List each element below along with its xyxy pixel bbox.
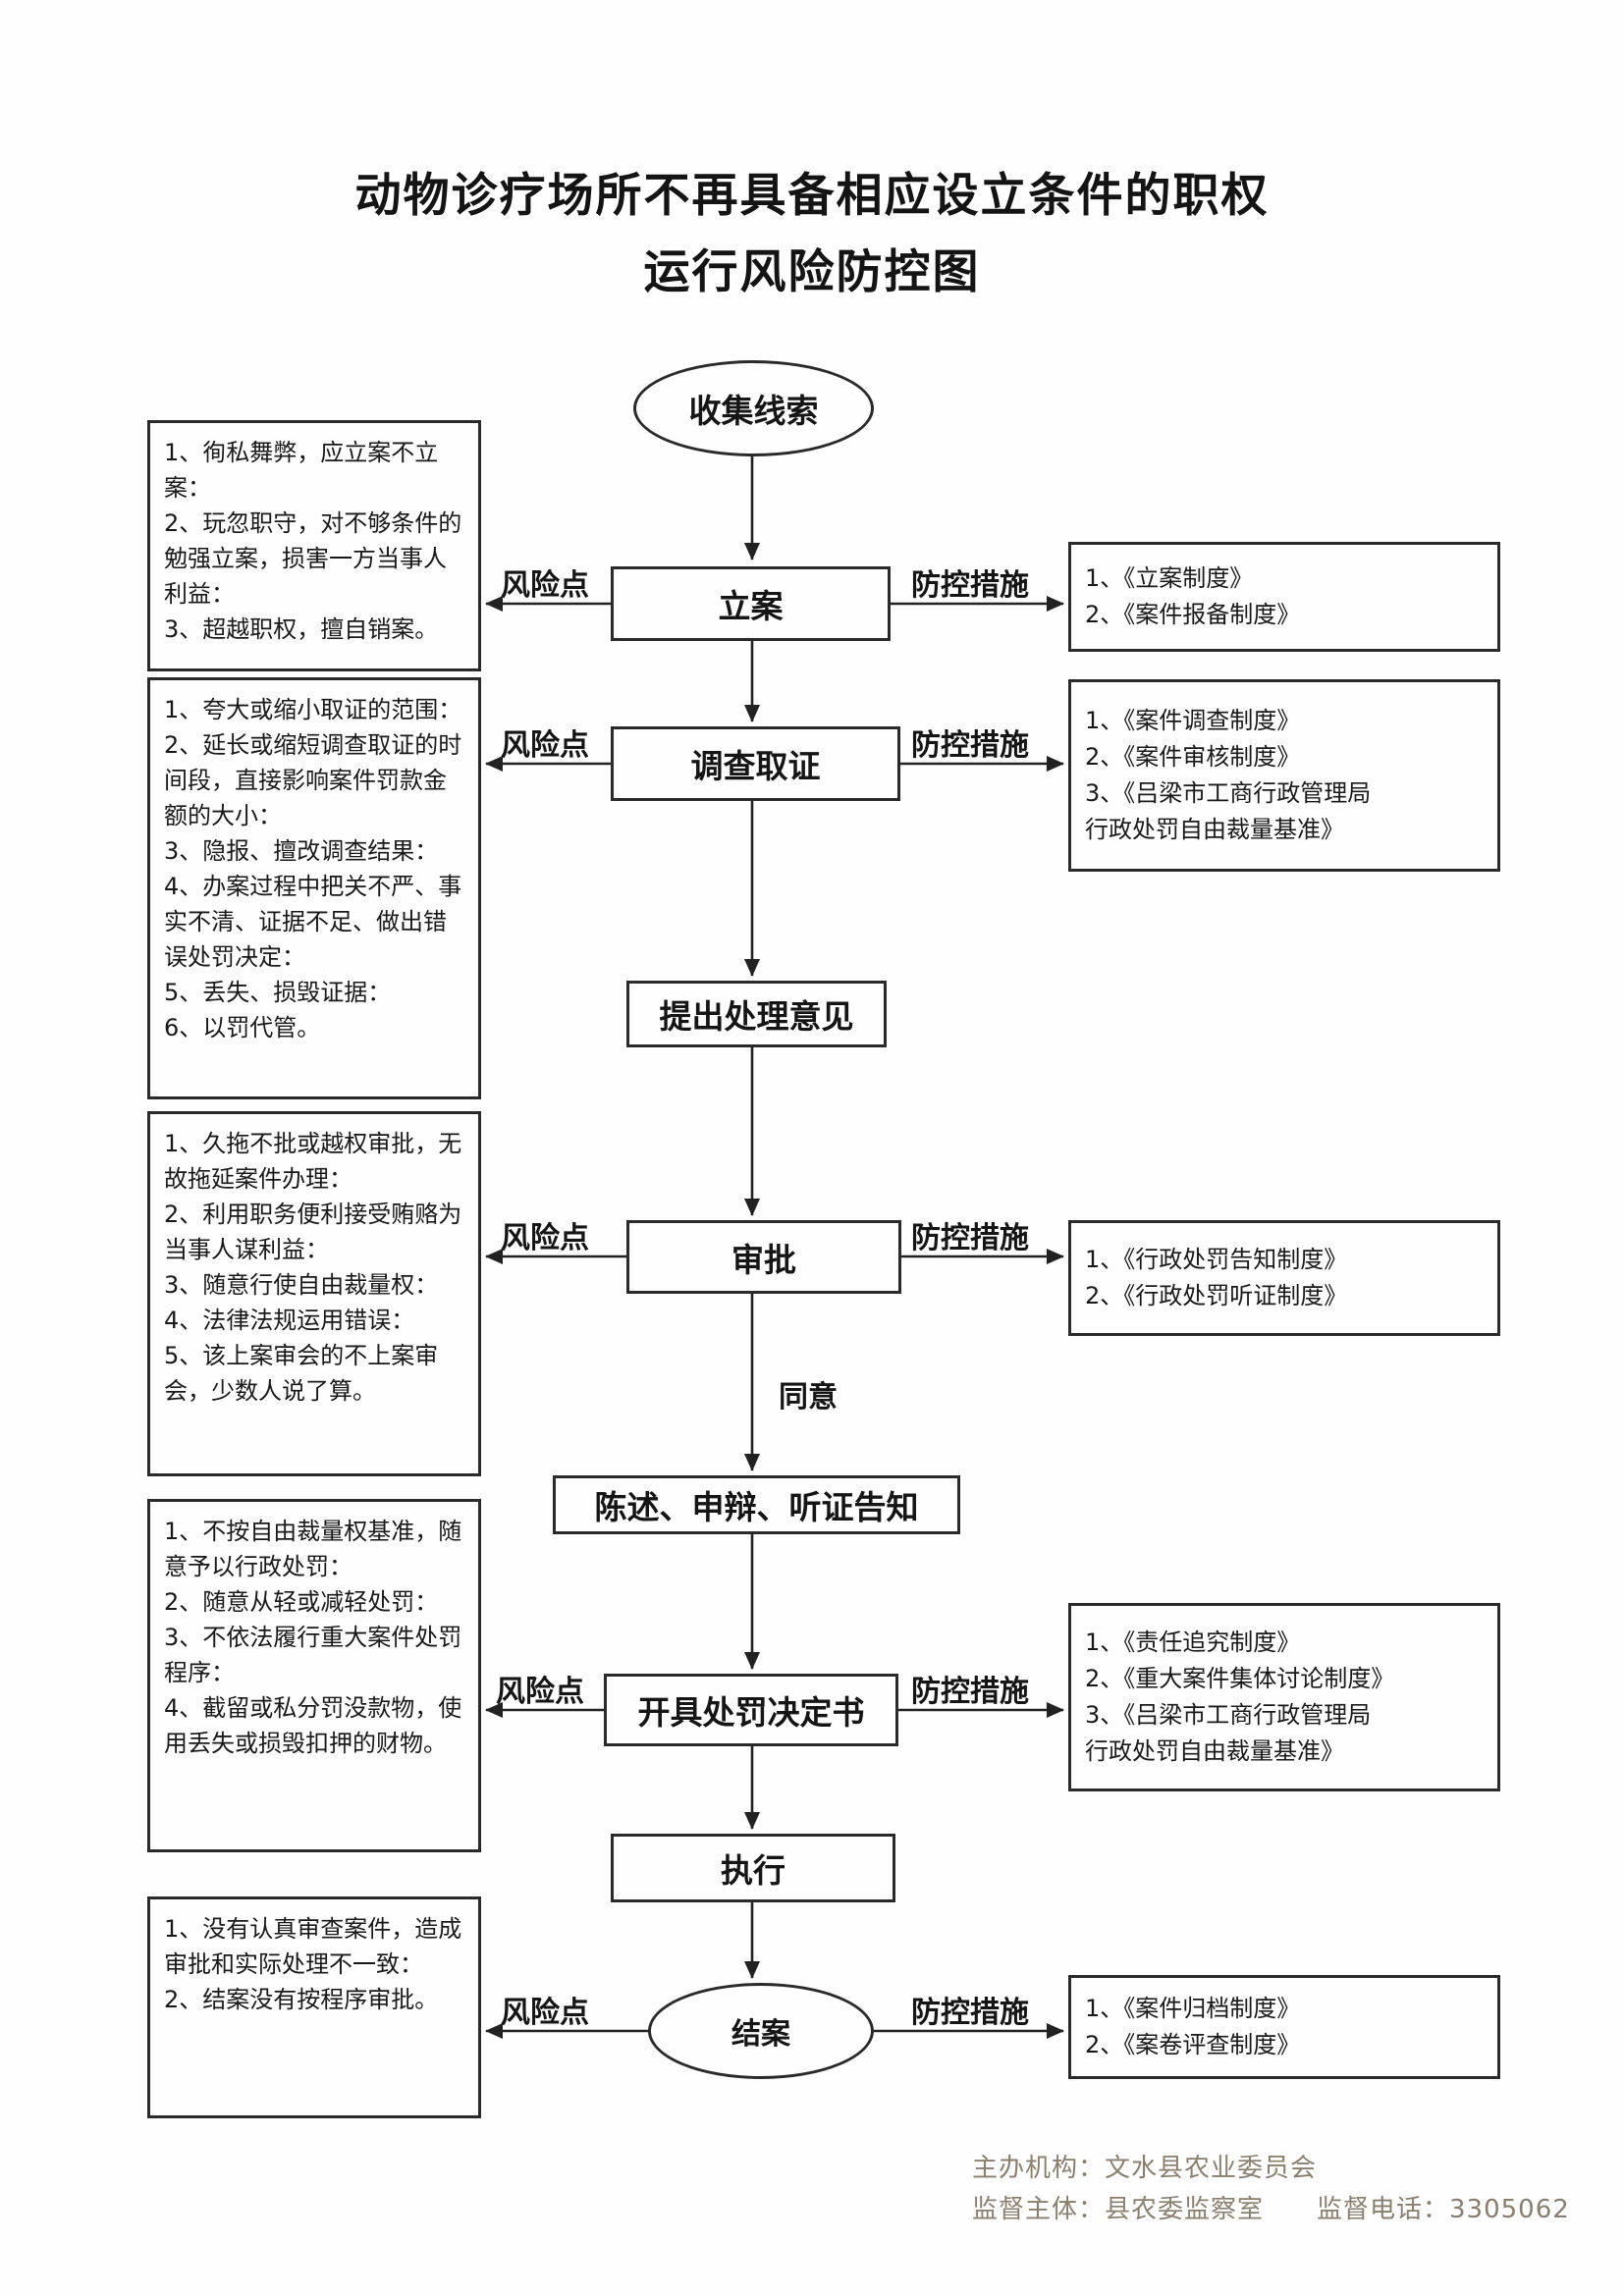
measure-box-text: 1、《案件调查制度》 2、《案件审核制度》 3、《吕梁市工商行政管理局 行政处罚… xyxy=(1085,706,1372,844)
risk-box-4: 1、不按自由裁量权基准，随意予以行政处罚： 2、随意从轻或减轻处罚： 3、不依法… xyxy=(147,1499,481,1852)
prevention-label-3: 防控措施 xyxy=(911,1221,1029,1255)
node-label: 收集线索 xyxy=(688,392,819,430)
flow-node-opinion: 提出处理意见 xyxy=(626,981,887,1047)
risk-point-label-4: 风险点 xyxy=(496,1675,584,1709)
risk-box-text: 1、徇私舞弊，应立案不立案： 2、玩忽职守，对不够条件的勉强立案，损害一方当事人… xyxy=(164,439,462,643)
node-label: 审批 xyxy=(731,1240,796,1279)
risk-point-label-2: 风险点 xyxy=(501,728,589,763)
footer-organizer: 主办机构：文水县农业委员会 xyxy=(972,2154,1318,2183)
flow-node-decision: 开具处罚决定书 xyxy=(604,1674,898,1746)
risk-box-text: 1、不按自由裁量权基准，随意予以行政处罚： 2、随意从轻或减轻处罚： 3、不依法… xyxy=(164,1518,462,1757)
node-label: 陈述、申辩、听证告知 xyxy=(594,1488,919,1526)
prevention-label-1: 防控措施 xyxy=(911,568,1029,603)
flow-node-investigation: 调查取证 xyxy=(611,726,900,801)
page-title-line1: 动物诊疗场所不再具备相应设立条件的职权 xyxy=(354,169,1270,223)
risk-point-label-5: 风险点 xyxy=(501,1996,589,2030)
flow-node-notification: 陈述、申辩、听证告知 xyxy=(553,1475,960,1534)
flow-node-execution: 执行 xyxy=(611,1834,895,1902)
measure-box-text: 1、《案件归档制度》 2、《案卷评查制度》 xyxy=(1085,1994,1301,2058)
node-label: 结案 xyxy=(731,2017,790,2052)
node-label: 提出处理意见 xyxy=(659,997,854,1036)
flow-node-filing: 立案 xyxy=(611,566,891,641)
risk-box-1: 1、徇私舞弊，应立案不立案： 2、玩忽职守，对不够条件的勉强立案，损害一方当事人… xyxy=(147,420,481,671)
measure-box-2: 1、《案件调查制度》 2、《案件审核制度》 3、《吕梁市工商行政管理局 行政处罚… xyxy=(1068,679,1500,872)
measure-box-4: 1、《责任追究制度》 2、《重大案件集体讨论制度》 3、《吕梁市工商行政管理局 … xyxy=(1068,1603,1500,1791)
risk-point-label-1: 风险点 xyxy=(501,568,589,603)
flow-node-start: 收集线索 xyxy=(633,360,874,456)
node-label: 立案 xyxy=(718,587,784,625)
prevention-label-5: 防控措施 xyxy=(911,1996,1029,2030)
prevention-label-4: 防控措施 xyxy=(911,1675,1029,1709)
measure-box-text: 1、《责任追究制度》 2、《重大案件集体讨论制度》 3、《吕梁市工商行政管理局 … xyxy=(1085,1628,1395,1766)
measure-box-text: 1、《立案制度》 2、《案件报备制度》 xyxy=(1085,563,1301,628)
measure-box-1: 1、《立案制度》 2、《案件报备制度》 xyxy=(1068,542,1500,652)
measure-box-5: 1、《案件归档制度》 2、《案卷评查制度》 xyxy=(1068,1975,1500,2079)
flow-node-approval: 审批 xyxy=(626,1220,901,1294)
node-label: 执行 xyxy=(721,1851,785,1890)
risk-box-text: 1、夸大或缩小取证的范围： 2、延长或缩短调查取证的时间段，直接影响案件罚款金额… xyxy=(164,696,462,1041)
node-label: 调查取证 xyxy=(690,747,821,785)
page-title-line2: 运行风险防控图 xyxy=(643,245,981,299)
risk-box-3: 1、久拖不批或越权审批，无故拖延案件办理： 2、利用职务便利接受贿赂为当事人谋利… xyxy=(147,1111,481,1476)
prevention-label-2: 防控措施 xyxy=(911,728,1029,763)
risk-box-2: 1、夸大或缩小取证的范围： 2、延长或缩短调查取证的时间段，直接影响案件罚款金额… xyxy=(147,677,481,1099)
agree-label: 同意 xyxy=(779,1380,838,1415)
flow-node-closing: 结案 xyxy=(648,1983,874,2079)
node-label: 开具处罚决定书 xyxy=(637,1693,865,1732)
risk-box-5: 1、没有认真审查案件，造成审批和实际处理不一致： 2、结案没有按程序审批。 xyxy=(147,1896,481,2118)
risk-point-label-3: 风险点 xyxy=(501,1221,589,1255)
risk-box-text: 1、久拖不批或越权审批，无故拖延案件办理： 2、利用职务便利接受贿赂为当事人谋利… xyxy=(164,1130,462,1405)
footer-supervisor: 监督主体：县农委监察室 监督电话：3305062 xyxy=(972,2195,1570,2224)
measure-box-text: 1、《行政处罚告知制度》 2、《行政处罚听证制度》 xyxy=(1085,1245,1348,1309)
measure-box-3: 1、《行政处罚告知制度》 2、《行政处罚听证制度》 xyxy=(1068,1220,1500,1336)
risk-box-text: 1、没有认真审查案件，造成审批和实际处理不一致： 2、结案没有按程序审批。 xyxy=(164,1915,462,2013)
